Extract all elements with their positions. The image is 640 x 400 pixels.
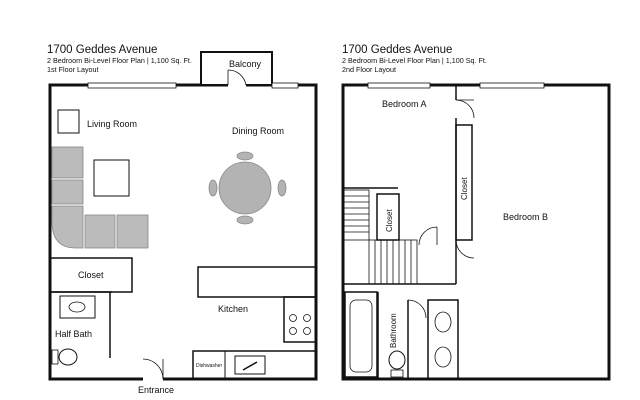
entrance-door[interactable] — [142, 358, 164, 380]
kitchen-upper-counter — [197, 266, 317, 298]
toilet — [58, 348, 78, 366]
second-floor-subtitle: 2 Bedroom Bi-Level Floor Plan | 1,100 Sq… — [342, 56, 487, 66]
kitchen-lower-counter — [192, 350, 317, 380]
living-room-label: Living Room — [87, 119, 137, 129]
second-floor-plan — [341, 82, 611, 381]
first-floor-layout-label: 1st Floor Layout — [47, 64, 99, 74]
bedroom-a-door[interactable] — [455, 99, 475, 119]
first-floor-subtitle: 2 Bedroom Bi-Level Floor Plan | 1,100 Sq… — [47, 56, 192, 66]
half-bath-label: Half Bath — [55, 329, 92, 339]
sink-basin — [434, 346, 452, 368]
bedroom-b-door[interactable] — [455, 239, 475, 259]
half-bath-sink — [59, 295, 96, 319]
stair-closet-label: Closet — [385, 209, 394, 232]
staircase — [342, 189, 418, 285]
hall-closet-label: Closet — [460, 177, 469, 200]
second-floor-outer-wall — [341, 83, 611, 381]
entrance-label: Entrance — [138, 385, 174, 395]
stove-burners — [289, 314, 311, 335]
dining-table — [208, 151, 287, 225]
bathroom-door[interactable] — [407, 299, 427, 319]
toilet — [388, 350, 406, 370]
balcony-label: Balcony — [229, 59, 262, 69]
bedroom-b-label: Bedroom B — [503, 212, 548, 222]
dining-room-label: Dining Room — [232, 126, 284, 136]
sink-basin — [68, 301, 86, 313]
first-floor-title: 1700 Geddes Avenue — [47, 44, 158, 56]
kitchen-label: Kitchen — [218, 304, 248, 314]
hall-door[interactable] — [418, 226, 438, 246]
bedroom-a-label: Bedroom A — [382, 99, 427, 109]
double-vanity — [427, 299, 459, 380]
second-floor-title: 1700 Geddes Avenue — [342, 44, 453, 56]
bathtub — [344, 291, 378, 378]
stair-closet — [376, 193, 400, 241]
stove — [283, 296, 317, 343]
side-table — [57, 109, 80, 134]
closet-label: Closet — [78, 270, 104, 280]
window — [271, 82, 299, 89]
kitchen-sink — [234, 355, 266, 375]
hall-closet — [455, 124, 473, 241]
window — [87, 82, 177, 89]
coffee-table — [93, 159, 130, 197]
second-floor-layout-label: 2nd Floor Layout — [342, 64, 396, 74]
second-floor-header: 1700 Geddes Avenue 2 Bedroom Bi-Level Fl… — [342, 44, 487, 74]
bathroom-label: Bathroom — [389, 313, 398, 348]
first-floor-outer-wall — [48, 83, 318, 381]
window — [479, 82, 545, 89]
window — [367, 82, 431, 89]
balcony-door — [227, 69, 247, 86]
sink-basin — [434, 311, 452, 333]
first-floor-plan — [48, 51, 318, 381]
first-floor-header: 1700 Geddes Avenue 2 Bedroom Bi-Level Fl… — [47, 44, 192, 74]
sectional-sofa — [51, 146, 149, 249]
dishwasher-label: Dishwasher — [196, 363, 222, 369]
